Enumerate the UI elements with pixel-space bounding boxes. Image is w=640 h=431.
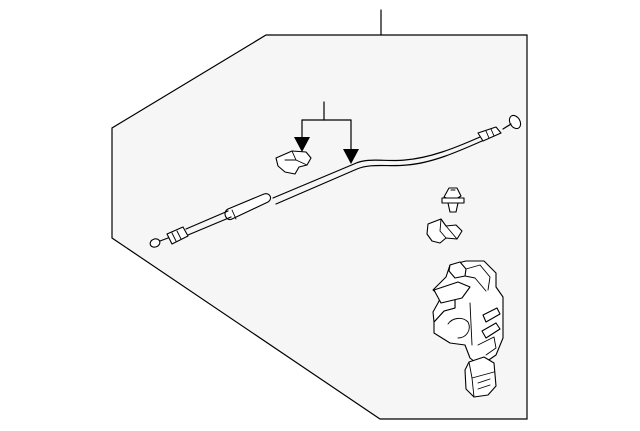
leader-bracket <box>294 101 359 164</box>
diagram-panel <box>111 34 528 420</box>
arrow-head-right <box>343 149 359 164</box>
grommet <box>441 187 465 213</box>
clip-lower <box>426 218 463 244</box>
clip-upper <box>275 150 312 175</box>
arrow-head-left <box>294 137 310 152</box>
lock-actuator <box>432 260 504 398</box>
cable-assembly <box>149 114 522 248</box>
